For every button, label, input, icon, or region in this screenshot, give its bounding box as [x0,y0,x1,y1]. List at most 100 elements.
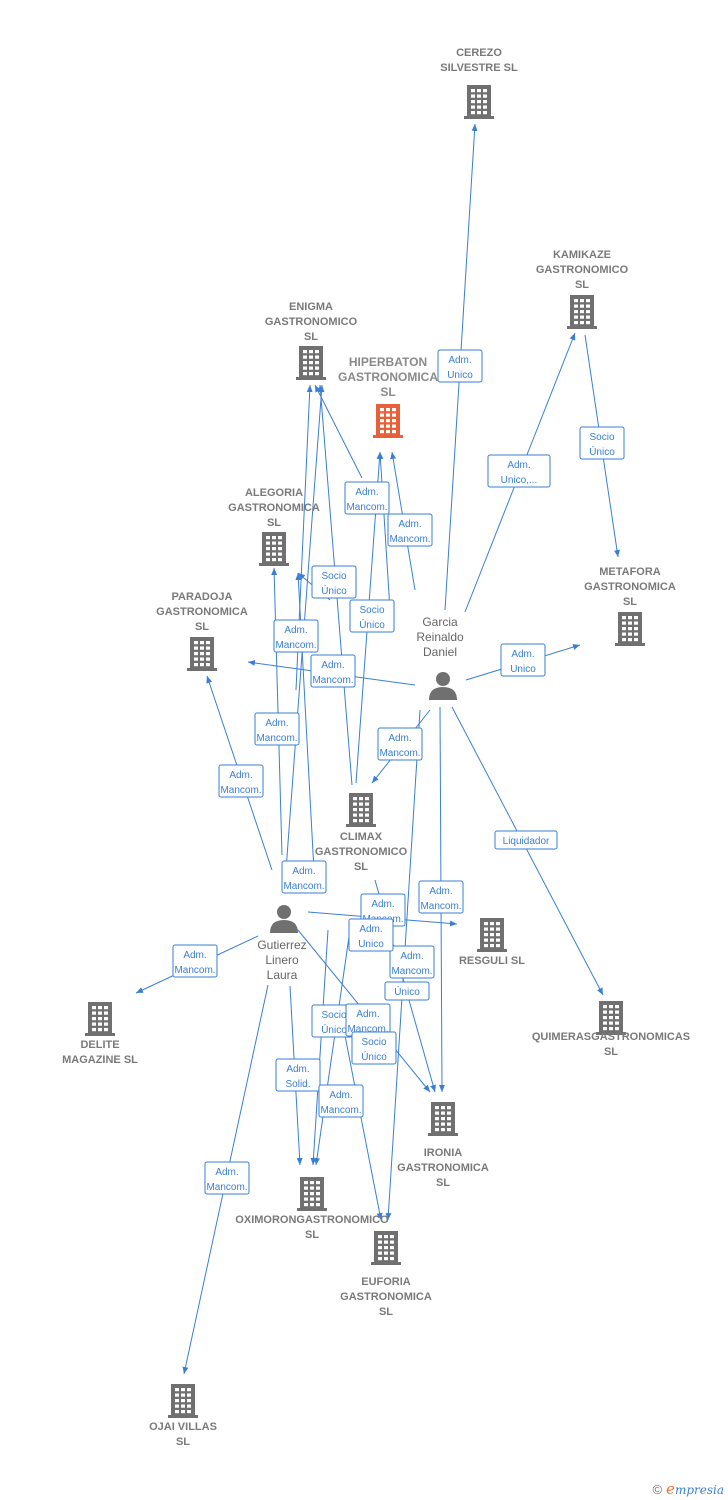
edge-label[interactable]: Adm.Mancom. [273,619,319,653]
edge-label-box [377,727,423,761]
edge-label-text: Unico [447,370,473,381]
edge-label[interactable]: Adm.Mancom. [218,764,264,798]
edge-label-text: Adm. [371,899,394,910]
edge-label-text: Mancom. [389,534,430,545]
edge-label[interactable]: Adm.Unico,... [487,454,551,488]
relationship-edge [314,929,351,1166]
edge-label-text: Adm. [286,1064,309,1075]
person-icon [429,672,457,700]
edge-label[interactable]: Adm.Unico [500,643,546,677]
edge-label-text: Adm. [183,950,206,961]
edge-label[interactable]: Adm.Mancom. [172,944,218,978]
company-label: SL [304,331,318,343]
company-node-resguli[interactable]: RESGULI SL [459,918,525,967]
company-label: SL [176,1436,190,1448]
edge-label[interactable]: Adm.Mancom. [345,1003,391,1037]
edge-label-text: Socio [361,1037,386,1048]
company-label: SL [354,861,368,873]
edge-label-box [281,860,327,894]
building-icon [371,1231,401,1265]
empresia-footer[interactable]: ©empresia [652,1480,724,1498]
edge-label-box [500,643,546,677]
edge-label-text: Socio [321,1010,346,1021]
building-icon [85,1002,115,1036]
edge-label-box [487,454,551,488]
relationship-edge [271,567,283,856]
edge-label-box [344,481,390,515]
edge-label[interactable]: Adm.Solid. [275,1058,321,1092]
edge-label[interactable]: Adm.Mancom. [418,880,464,914]
relationship-edge [314,384,363,479]
edge-label[interactable]: Adm.Mancom. [204,1161,250,1195]
edge-label-text: Único [589,445,615,458]
edge-label-text: Único [321,584,347,597]
edge-label[interactable]: Adm.Mancom. [387,513,433,547]
edge-label-text: Adm. [507,460,530,471]
company-label: ALEGORIA [245,487,303,499]
company-label: CLIMAX [340,831,383,843]
company-label: KAMIKAZE [553,249,611,261]
edge-label-text: Adm. [356,1009,379,1020]
company-label: SL [604,1046,618,1058]
edge-label-text: Socio [359,605,384,616]
person-label: Reinaldo [416,630,464,644]
edge-label[interactable]: Adm.Unico [348,918,394,952]
edge-label[interactable]: Adm.Mancom. [389,945,435,979]
edge-label-text: Adm. [388,733,411,744]
edge-label-box [318,1084,364,1118]
company-label: MAGAZINE SL [62,1054,138,1066]
edge-label-box [349,599,395,633]
company-label: GASTRONOMICO [265,316,358,328]
edge-label[interactable]: Adm.Mancom. [377,727,423,761]
building-icon [567,295,597,329]
edge-label[interactable]: Adm.Mancom. [281,860,327,894]
building-icon [187,637,217,671]
edge-label[interactable]: Adm.Mancom. [254,712,300,746]
edge-label-text: Mancom. [256,733,297,744]
company-label: METAFORA [599,566,661,578]
edge-label[interactable]: Adm.Mancom. [344,481,390,515]
edge-label-box [254,712,300,746]
company-label: GASTRONOMICA [584,581,676,593]
edge-label-text: Mancom. [420,901,461,912]
relationship-edge [377,451,391,611]
building-icon [297,1177,327,1211]
edge-label[interactable]: Liquidador [494,830,558,850]
relationship-edge [451,706,604,996]
person-label: Garcia [422,615,458,629]
edge-label[interactable]: Adm.Mancom. [310,654,356,688]
edge-label-text: Adm. [355,487,378,498]
edge-label-box [494,830,558,850]
company-label: OXIMORONGASTRONOMICO [235,1214,389,1226]
person-icon [270,905,298,933]
edge-label[interactable]: Adm.Unico [437,349,483,383]
building-icon [168,1384,198,1418]
edge-label-text: Adm. [321,660,344,671]
edge-label[interactable]: Adm.Mancom. [318,1084,364,1118]
edge-label-text: Adm. [329,1090,352,1101]
edge-label-text: Adm. [511,649,534,660]
edge-label[interactable]: Único [384,981,430,1001]
